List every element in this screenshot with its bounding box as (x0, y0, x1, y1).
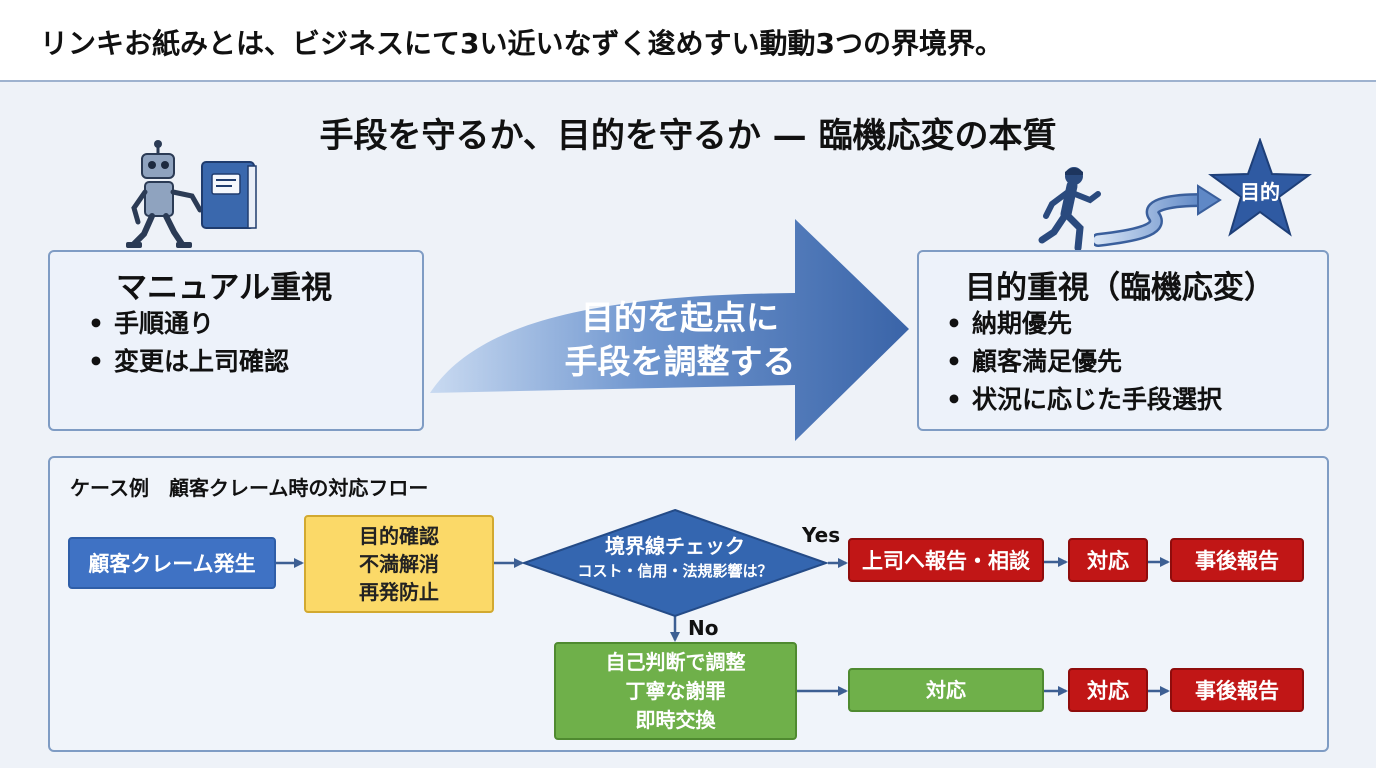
header-bar (0, 0, 1376, 82)
star-label: 目的 (1240, 180, 1280, 204)
running-person-icon (1038, 167, 1101, 252)
center-arrow-shape (430, 219, 909, 441)
center-arrow-line1: 目的を起点に (581, 298, 779, 337)
main-title: 手段を守るか、目的を守るか — 臨機応変の本質 (319, 116, 1057, 156)
flow-node-followup-yes: 事後報告 (1170, 538, 1304, 582)
manual-book-icon (201, 161, 257, 229)
flow-decision-label: 境界線チェック コスト・信用・法規影響は？ (522, 532, 828, 582)
flow-node-start: 顧客クレーム発生 (68, 537, 276, 589)
self-line: 即時交換 (635, 707, 716, 732)
confirm-line: 再発防止 (359, 580, 439, 604)
confirm-line: 不満解消 (359, 552, 439, 576)
no-label: No (688, 616, 719, 640)
star-icon (1208, 138, 1312, 237)
flow-node-respond-no: 対応 (1068, 668, 1148, 712)
center-arrow-line2: 手段を調整する (564, 342, 796, 381)
self-line: 自己判断で調整 (605, 649, 746, 674)
curved-arrow-icon (1094, 184, 1222, 247)
manual-bullet: 変更は上司確認 (88, 343, 289, 381)
self-line: 丁寧な謝罪 (625, 678, 726, 703)
decision-line1: 境界線チェック (605, 534, 745, 558)
robot-icon (126, 140, 203, 248)
manual-focus-title: マニュアル重視 (116, 270, 333, 306)
flow-node-confirm: 目的確認 不満解消 再発防止 (304, 515, 494, 613)
purpose-focus-bullets: 納期優先 顧客満足優先 状況に応じた手段選択 (946, 305, 1222, 419)
purpose-bullet: 顧客満足優先 (946, 343, 1222, 381)
flow-node-followup-no: 事後報告 (1170, 668, 1304, 712)
flow-node-respond-yes: 対応 (1068, 538, 1148, 582)
purpose-bullet: 納期優先 (946, 305, 1222, 343)
yes-label: Yes (802, 523, 841, 547)
purpose-bullet: 状況に応じた手段選択 (946, 381, 1222, 419)
confirm-line: 目的確認 (359, 524, 439, 548)
manual-bullet: 手順通り (88, 305, 289, 343)
header-title: リンキお紙みとは、ビジネスにて3い近いなずく逡めすい動動3つの界境界。 (40, 27, 1003, 60)
center-arrow-label: 目的を起点に 手段を調整する (520, 296, 840, 384)
decision-line2: コスト・信用・法規影響は？ (577, 562, 773, 580)
flow-node-self-judgement: 自己判断で調整 丁寧な謝罪 即時交換 (554, 642, 797, 740)
case-example-title: ケース例 顧客クレーム時の対応フロー (70, 476, 429, 500)
manual-focus-bullets: 手順通り 変更は上司確認 (88, 305, 289, 381)
flow-node-respond-green: 対応 (848, 668, 1044, 712)
flow-node-report-consult: 上司へ報告・相談 (848, 538, 1044, 582)
purpose-focus-title: 目的重視（臨機応変） (965, 270, 1275, 306)
flow-decision-diamond (522, 508, 828, 618)
